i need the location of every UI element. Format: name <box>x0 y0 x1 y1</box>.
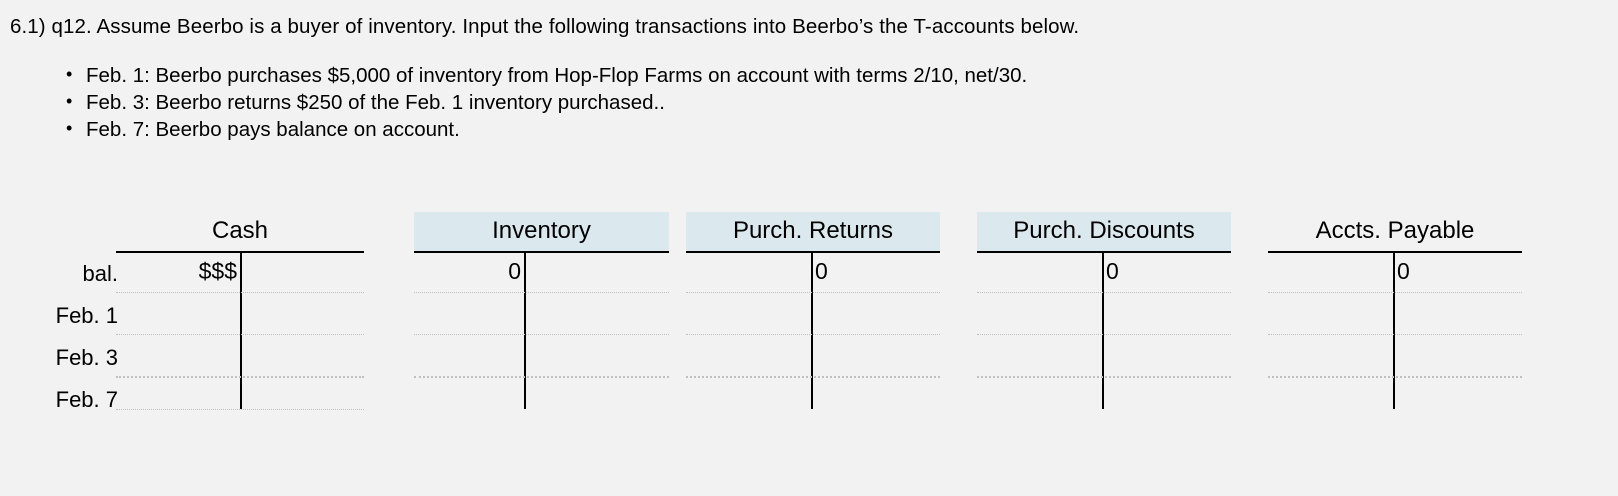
taccount-center-rule <box>811 251 813 409</box>
row-separator <box>414 292 669 293</box>
taccount-cash: Cash $$$ <box>116 212 364 427</box>
taccount-title-purch-returns: Purch. Returns <box>686 212 940 251</box>
taccount-inventory: Inventory 0 <box>414 212 669 427</box>
row-separator <box>686 334 940 335</box>
taccount-credit-value-purch-returns[interactable]: 0 <box>815 258 828 284</box>
row-separator <box>1268 334 1522 335</box>
taccount-body-cash: $$$ <box>116 251 364 427</box>
taccount-center-rule <box>1393 251 1395 409</box>
taccount-credit-value-purch-discounts[interactable]: 0 <box>1106 258 1119 284</box>
taccount-title-purch-discounts: Purch. Discounts <box>977 212 1231 251</box>
row-label-feb-3: Feb. 3 <box>55 345 118 370</box>
taccount-top-rule <box>414 251 669 253</box>
row-label-feb-1: Feb. 1 <box>55 303 118 328</box>
taccount-title-cash: Cash <box>211 217 269 244</box>
taccount-body-inventory: 0 <box>414 251 669 427</box>
taccount-debit-value-inventory[interactable]: 0 <box>508 258 521 284</box>
taccount-center-rule <box>240 251 242 409</box>
row-separator <box>1268 292 1522 293</box>
taccount-purch-discounts: Purch. Discounts 0 <box>977 212 1231 427</box>
list-item: Feb. 3: Beerbo returns $250 of the Feb. … <box>66 88 1027 116</box>
row-label-bal: bal. <box>82 261 118 286</box>
taccount-body-accts-payable: 0 <box>1268 251 1522 427</box>
taccount-body-purch-discounts: 0 <box>977 251 1231 427</box>
taccount-title-inventory: Inventory <box>414 212 669 251</box>
taccount-top-rule <box>977 251 1231 253</box>
question-heading: 6.1) q12. Assume Beerbo is a buyer of in… <box>10 15 1080 38</box>
row-separator <box>116 409 364 410</box>
row-separator <box>116 292 364 293</box>
transaction-list: Feb. 1: Beerbo purchases $5,000 of inven… <box>60 61 1027 143</box>
row-separator <box>977 376 1231 378</box>
taccount-center-rule <box>1102 251 1104 409</box>
taccounts-area: bal. Feb. 1 Feb. 3 Feb. 7 Cash $$$ Inven… <box>0 212 1618 442</box>
taccount-body-purch-returns: 0 <box>686 251 940 427</box>
row-separator <box>116 376 364 378</box>
taccount-center-rule <box>524 251 526 409</box>
taccount-accts-payable: Accts. Payable 0 <box>1268 212 1522 427</box>
list-item: Feb. 1: Beerbo purchases $5,000 of inven… <box>66 61 1027 89</box>
row-separator <box>116 334 364 335</box>
row-separator <box>414 334 669 335</box>
taccount-top-rule <box>1268 251 1522 253</box>
row-separator <box>414 376 669 378</box>
taccount-credit-value-accts-payable[interactable]: 0 <box>1397 258 1410 284</box>
row-separator <box>1268 376 1522 378</box>
row-separator <box>686 292 940 293</box>
taccount-top-rule <box>686 251 940 253</box>
taccount-purch-returns: Purch. Returns 0 <box>686 212 940 427</box>
taccount-title-accts-payable: Accts. Payable <box>1315 217 1475 244</box>
row-separator <box>977 292 1231 293</box>
taccount-debit-value-cash[interactable]: $$$ <box>198 258 237 284</box>
row-label-feb-7: Feb. 7 <box>55 387 118 412</box>
list-item: Feb. 7: Beerbo pays balance on account. <box>66 115 1027 143</box>
row-label-gutter: bal. Feb. 1 Feb. 3 Feb. 7 <box>0 212 118 427</box>
row-separator <box>686 376 940 378</box>
row-separator <box>977 334 1231 335</box>
